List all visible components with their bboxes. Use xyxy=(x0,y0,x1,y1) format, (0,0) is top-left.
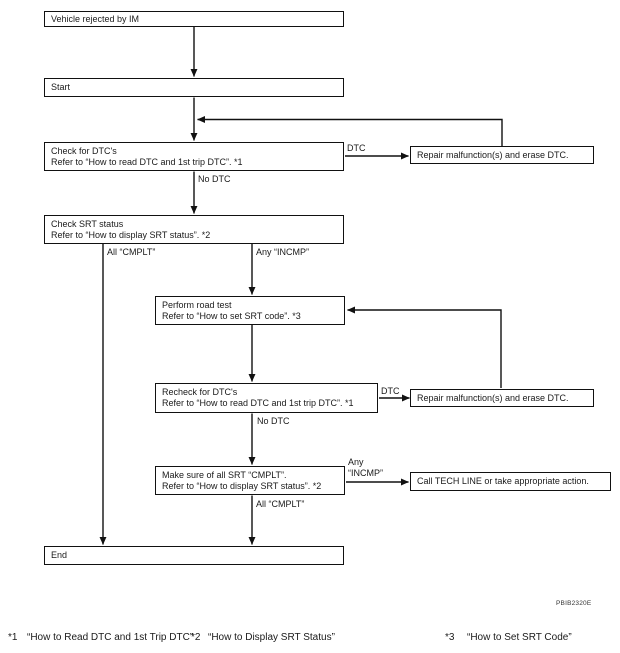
flow-node-check-dtc: Check for DTC's Refer to “How to read DT… xyxy=(44,142,344,171)
connector-repair1-loopback xyxy=(197,116,503,146)
flow-node-road-test: Perform road test Refer to “How to set S… xyxy=(155,296,345,325)
flow-node-start: Start xyxy=(44,78,344,97)
node-text: Refer to “How to display SRT status”. *2 xyxy=(51,229,211,240)
node-text: Refer to “How to read DTC and 1st trip D… xyxy=(162,397,354,408)
node-text: Check SRT status xyxy=(51,218,124,229)
node-text: Refer to “How to set SRT code”. *3 xyxy=(162,310,301,321)
footnote-text: “How to Set SRT Code” xyxy=(467,632,572,643)
edge-label-no-dtc-1: No DTC xyxy=(198,174,231,184)
edge-label-all-cmplt-2: All “CMPLT” xyxy=(256,499,305,509)
node-text: Vehicle rejected by IM xyxy=(51,13,140,24)
figure-code: PBIB2320E xyxy=(556,600,592,607)
connector-repair2-loopback xyxy=(347,306,502,388)
node-text: Refer to “How to display SRT status”. *2 xyxy=(162,480,322,491)
edge-label-all-cmplt-1: All “CMPLT” xyxy=(107,247,156,257)
flow-node-make-sure-srt: Make sure of all SRT “CMPLT”. Refer to “… xyxy=(155,466,345,495)
node-text: Perform road test xyxy=(162,299,232,310)
edge-label-any-incmp-2: Any “INCMP” xyxy=(348,457,383,478)
flow-node-vehicle-rejected: Vehicle rejected by IM xyxy=(44,11,344,27)
footnote-text: “How to Display SRT Status” xyxy=(208,632,335,643)
node-text: Refer to “How to read DTC and 1st trip D… xyxy=(51,156,243,167)
edge-label-dtc-1: DTC xyxy=(347,143,366,153)
footnotes-row: *1 “How to Read DTC and 1st Trip DTC” *2… xyxy=(0,632,620,646)
flow-node-repair-dtc-2: Repair malfunction(s) and erase DTC. xyxy=(410,389,594,407)
node-text: Make sure of all SRT “CMPLT”. xyxy=(162,469,287,480)
footnote-marker: *2 xyxy=(191,632,201,643)
edge-label-line: “INCMP” xyxy=(348,467,383,478)
flow-node-recheck-dtc: Recheck for DTC's Refer to “How to read … xyxy=(155,383,378,413)
node-text: Recheck for DTC's xyxy=(162,386,238,397)
node-text: End xyxy=(51,550,68,560)
flow-node-call-tech-line: Call TECH LINE or take appropriate actio… xyxy=(410,472,611,491)
node-text: Check for DTC's xyxy=(51,145,117,156)
flow-node-end: End xyxy=(44,546,344,565)
edge-label-line: Any xyxy=(348,457,364,467)
node-text: Repair malfunction(s) and erase DTC. xyxy=(417,392,569,403)
footnote-marker: *1 xyxy=(8,632,18,643)
flow-node-repair-dtc-1: Repair malfunction(s) and erase DTC. xyxy=(410,146,594,164)
node-text: Start xyxy=(51,82,71,92)
node-text: Repair malfunction(s) and erase DTC. xyxy=(417,149,569,160)
footnote-text: “How to Read DTC and 1st Trip DTC” xyxy=(27,632,194,643)
edge-label-dtc-2: DTC xyxy=(381,386,400,396)
node-text: Call TECH LINE or take appropriate actio… xyxy=(417,476,589,486)
edge-label-any-incmp-1: Any “INCMP” xyxy=(256,247,310,257)
footnote-marker: *3 xyxy=(445,632,455,643)
flow-node-check-srt: Check SRT status Refer to “How to displa… xyxy=(44,215,344,244)
edge-label-no-dtc-2: No DTC xyxy=(257,416,290,426)
